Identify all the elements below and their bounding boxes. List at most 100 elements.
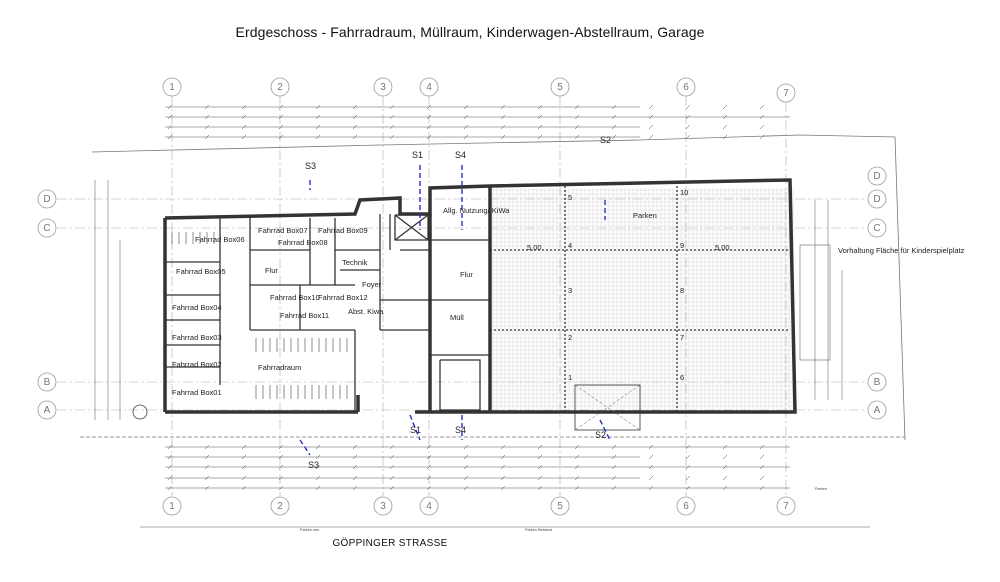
parking-number-9: 9	[680, 241, 684, 250]
room-label-parken: Parken	[633, 211, 657, 220]
room-label-box-2: Fahrrad Box02	[172, 360, 222, 369]
parking-number-10: 10	[680, 188, 688, 197]
section-label-s3-top: S3	[305, 161, 316, 171]
room-label-flur-2: Flur	[460, 270, 473, 279]
parking-number-4: 4	[568, 241, 572, 250]
label-parken-neu: Parken neu	[300, 528, 319, 532]
axis-circle-2-bottom	[270, 496, 290, 516]
parking-number-2: 2	[568, 333, 572, 342]
label-parken-bestand: Parken Bestand	[525, 528, 552, 532]
section-markers: S3 S1 S4 S2 S1 S4 S2 S3	[299, 135, 611, 470]
room-label-box-3: Fahrrad Box03	[172, 333, 222, 342]
axis-circle-5-bottom	[550, 496, 570, 516]
axis-circle-A-right	[867, 400, 887, 420]
site-boundary	[80, 134, 906, 441]
parking-number-3: 3	[568, 286, 572, 295]
room-label-box-10: Fahrrad Box10	[270, 293, 320, 302]
axis-circle-C-left	[37, 218, 57, 238]
axis-circle-5-top	[550, 77, 570, 97]
room-label-box-12: Fahrrad Box12	[318, 293, 368, 302]
axis-circle-3-bottom	[373, 496, 393, 516]
section-label-s4-bottom: S4	[455, 425, 466, 435]
axis-circle-B-right	[867, 372, 887, 392]
axis-circle-3-top	[373, 77, 393, 97]
axis-label-5: 5	[557, 501, 563, 512]
room-label-box-8: Fahrrad Box08	[278, 238, 328, 247]
axis-label-4: 4	[426, 82, 432, 93]
room-label-allg-nutzung: Allg. Nutzung/ KiWa	[443, 206, 510, 215]
axis-label-6: 6	[683, 82, 689, 93]
section-label-s4-top: S4	[455, 150, 466, 160]
parking-hatch	[492, 188, 794, 410]
parking-number-5: 5	[568, 193, 572, 202]
axis-label-7: 7	[783, 88, 789, 99]
axis-label-D: D	[43, 194, 50, 205]
axis-circle-B-left	[37, 372, 57, 392]
room-label-box-4: Fahrrad Box04	[172, 303, 222, 312]
room-label-abst-kiwa: Abst. Kiwa	[348, 307, 384, 316]
room-label-box-11: Fahrrad Box11	[280, 311, 329, 320]
axis-label-D: D	[873, 171, 880, 182]
building-walls	[132, 178, 831, 431]
axis-circle-D-left	[37, 189, 57, 209]
axis-circle-6-bottom	[676, 496, 696, 516]
axis-circle-1-top	[162, 77, 182, 97]
dimension-chains	[94, 104, 870, 528]
axis-label-1: 1	[169, 501, 175, 512]
axis-circle-C-right	[867, 218, 887, 238]
axis-label-A: A	[44, 405, 51, 416]
axis-label-3: 3	[380, 82, 386, 93]
street-name: GÖPPINGER STRASSE	[332, 537, 447, 549]
section-label-s1-top: S1	[412, 150, 423, 160]
axis-label-A: A	[874, 405, 881, 416]
axis-label-C: C	[873, 223, 880, 234]
dimension-width-2: 5,00	[715, 243, 730, 252]
room-label-technik: Technik	[342, 258, 368, 267]
axis-label-4: 4	[426, 501, 432, 512]
parking-number-6: 6	[680, 373, 684, 382]
axis-circle-2-top	[270, 77, 290, 97]
axis-circle-7-bottom	[776, 496, 796, 516]
section-label-s2-top: S2	[600, 135, 611, 145]
parking-number-7: 7	[680, 333, 684, 342]
axis-label-1: 1	[169, 82, 175, 93]
room-label-muell: Müll	[450, 313, 464, 322]
axis-circle-6-top	[676, 77, 696, 97]
room-label-flur: Flur	[265, 266, 278, 275]
room-labels: Fahrradraum Flur Technik Foyer Abst. Kiw…	[172, 188, 965, 532]
room-label-fahrradraum: Fahrradraum	[258, 363, 301, 372]
axis-label-2: 2	[277, 501, 283, 512]
axis-label-5: 5	[557, 82, 563, 93]
axis-circle-D-right	[867, 189, 887, 209]
axis-label-2: 2	[277, 82, 283, 93]
axis-circle-7-top	[776, 83, 796, 103]
axis-circle-D-right-upper	[867, 166, 887, 186]
parking-number-8: 8	[680, 286, 684, 295]
axis-label-6: 6	[683, 501, 689, 512]
room-label-vorhaltung: Vorhaltung Fläche für Kinderspielplatz	[838, 246, 965, 255]
section-label-s2-bottom: S2	[595, 430, 606, 440]
section-label-s3-bottom: S3	[308, 460, 319, 470]
room-label-box-1: Fahrrad Box01	[172, 388, 222, 397]
axis-label-C: C	[43, 223, 50, 234]
room-label-box-7: Fahrrad Box07	[258, 226, 308, 235]
room-label-foyer: Foyer	[362, 280, 382, 289]
axis-label-B: B	[44, 377, 51, 388]
axis-label-D: D	[873, 194, 880, 205]
axis-circle-4-top	[419, 77, 439, 97]
axis-circle-1-bottom	[162, 496, 182, 516]
parking-number-1: 1	[568, 373, 572, 382]
section-label-s1-bottom: S1	[410, 425, 421, 435]
axis-label-B: B	[874, 377, 881, 388]
drawing-title: Erdgeschoss - Fahrradraum, Müllraum, Kin…	[235, 24, 705, 40]
axis-label-7: 7	[783, 501, 789, 512]
dimension-width-1: 5,00	[527, 243, 542, 252]
axis-circle-4-bottom	[419, 496, 439, 516]
room-label-box-9: Fahrrad Box09	[318, 226, 368, 235]
room-label-box-5: Fahrrad Box05	[176, 267, 226, 276]
room-label-box-6: Fahrrad Box06	[195, 235, 245, 244]
axis-circle-A-left	[37, 400, 57, 420]
axis-label-3: 3	[380, 501, 386, 512]
